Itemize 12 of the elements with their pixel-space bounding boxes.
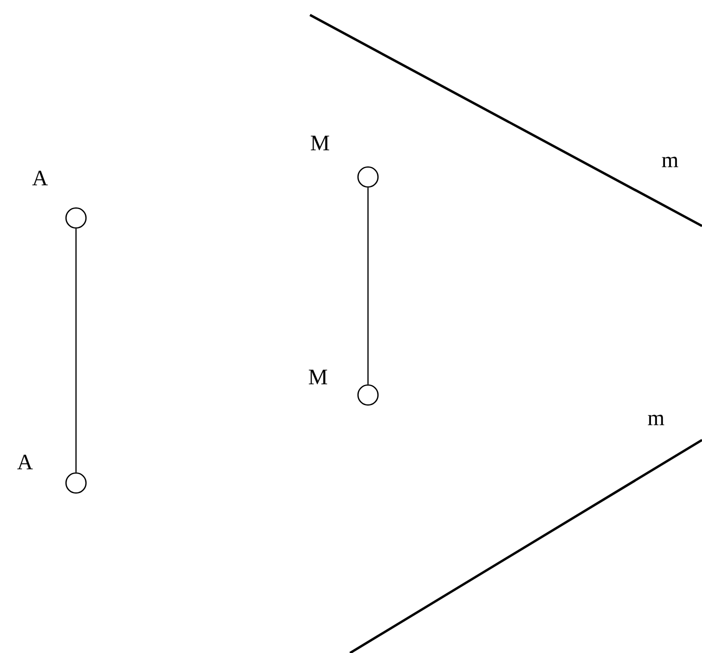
point-label: A	[32, 170, 48, 186]
line-label: m	[648, 414, 664, 426]
point-label: M	[308, 370, 328, 384]
point-label: A	[17, 454, 33, 470]
segment-line	[75, 228, 77, 472]
line-label: m	[662, 156, 678, 168]
segment-line	[367, 188, 369, 384]
small-circle	[65, 207, 87, 229]
small-circle	[357, 384, 379, 406]
point-label: M	[310, 136, 330, 150]
small-circle	[357, 166, 379, 188]
small-circle	[65, 472, 87, 494]
